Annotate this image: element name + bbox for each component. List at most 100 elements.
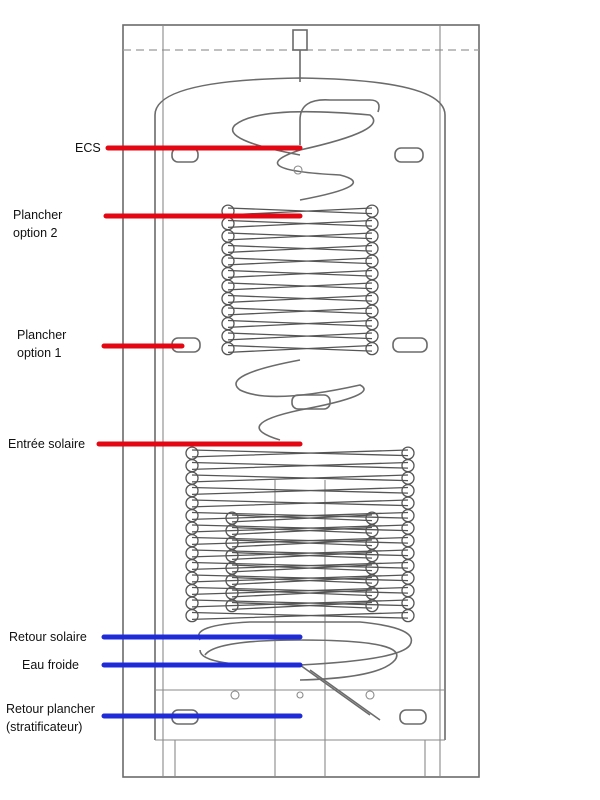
lower-coil-outer-loop-end: [185, 471, 199, 485]
upper-coil-loop-end: [221, 241, 235, 256]
lower-coil-outer-loop-end: [185, 546, 199, 560]
lower-coil-outer-loop-end: [185, 446, 199, 460]
upper-coil-loop-end: [221, 229, 235, 243]
label-plancher-option2-line2: option 2: [13, 226, 58, 240]
lower-coil-outer-loop-end: [401, 446, 415, 460]
upper-coil-loop-end: [221, 316, 235, 331]
label-eau-froide: Eau froide: [22, 656, 79, 674]
lower-coil-outer-loop-end: [401, 583, 415, 598]
upper-coil-loop: [227, 244, 373, 254]
lower-coil-outer-loop-end: [185, 608, 199, 623]
label-ecs: ECS: [75, 139, 101, 157]
label-plancher-option2: Plancher option 2: [13, 206, 62, 242]
lower-coil-outer-loop-end: [401, 546, 415, 560]
hot-connector-lines: [96, 145, 303, 447]
upper-coil-loop-end: [365, 229, 379, 243]
lower-coil-outer-loop: [191, 499, 409, 508]
upper-coil-loop-end: [221, 329, 235, 343]
upper-coil-loop-end: [365, 266, 379, 281]
upper-coil-loop-end: [365, 241, 379, 256]
upper-coil-loop: [227, 232, 373, 241]
lower-coil-outer-loop-end: [185, 521, 199, 535]
label-entree-solaire-text: Entrée solaire: [8, 437, 86, 451]
lower-coil-outer-loop-end: [401, 608, 415, 623]
upper-coil-loop: [227, 219, 373, 229]
lower-coil-outer-loop-end: [401, 596, 415, 610]
lower-coil-outer-loop-end: [185, 583, 199, 598]
lower-coil-outer-loop: [191, 611, 409, 621]
middle-spiral: [235, 359, 365, 441]
upper-coil-loop-end: [221, 304, 235, 318]
upper-coil-loop-end: [365, 216, 379, 231]
lower-coil-outer-loop-end: [185, 496, 199, 510]
label-plancher-option1: Plancher option 1: [17, 326, 66, 362]
upper-coil-loop-end: [365, 304, 379, 318]
label-ecs-text: ECS: [75, 141, 101, 155]
upper-coil-loop: [227, 282, 373, 291]
lower-coil-outer-loop-end: [401, 533, 415, 548]
cold-connector-lines: [101, 634, 303, 719]
upper-coil-loop-end: [365, 254, 379, 268]
upper-coil-loop-end: [365, 329, 379, 343]
lower-coil-outer-loop-end: [401, 471, 415, 485]
label-retour-plancher-line1: Retour plancher: [6, 702, 95, 716]
lower-coil-outer-loop: [191, 474, 409, 483]
lower-coil-inner-loop: [231, 576, 373, 586]
upper-coil-loop: [227, 269, 373, 279]
lower-coil-outer-loop-end: [401, 496, 415, 510]
label-retour-solaire: Retour solaire: [9, 628, 87, 646]
lower-coil-inner-loop: [231, 601, 373, 611]
lower-coil-outer-loop-end: [401, 558, 415, 573]
label-entree-solaire: Entrée solaire: [8, 435, 85, 453]
upper-coil-loop-end: [221, 341, 235, 356]
inner-vessel: [154, 77, 446, 777]
upper-coil-loop: [227, 257, 373, 266]
upper-coil-loop-end: [221, 291, 235, 306]
upper-coil-loop-end: [221, 254, 235, 268]
lower-coil-outer-loop: [191, 449, 409, 458]
lower-coil-inner-loop: [231, 564, 373, 573]
label-plancher-option1-line1: Plancher: [17, 328, 67, 342]
upper-coil-loop: [227, 307, 373, 316]
lower-solar-coil: [185, 446, 415, 623]
lower-coil-outer-loop: [191, 486, 409, 496]
lower-coil-inner-loop: [231, 514, 373, 523]
upper-coil-loop: [227, 294, 373, 304]
upper-heating-coil: [221, 204, 379, 356]
upper-coil-loop: [227, 319, 373, 329]
label-plancher-option2-line1: Plancher: [13, 208, 63, 222]
lower-coil-outer-loop-end: [185, 596, 199, 610]
upper-coil-loop-end: [365, 341, 379, 356]
lower-coil-outer-loop-end: [185, 571, 199, 585]
upper-coil-loop-end: [365, 316, 379, 331]
upper-coil-loop-end: [221, 279, 235, 293]
label-retour-solaire-text: Retour solaire: [9, 630, 87, 644]
lower-coil-outer-loop-end: [185, 558, 199, 573]
lower-coil-outer-loop-end: [401, 571, 415, 585]
lower-coil-inner-loop-end: [225, 598, 239, 613]
lower-coil-inner-loop: [231, 589, 373, 598]
lower-coil-outer-loop-end: [401, 521, 415, 535]
label-plancher-option1-line2: option 1: [17, 346, 62, 360]
upper-coil-loop: [227, 344, 373, 354]
lower-coil-inner-loop: [231, 551, 373, 561]
lower-coil-inner-loop-end: [365, 598, 379, 613]
lower-coil-inner-loop: [231, 539, 373, 548]
lower-coil-outer-loop-end: [185, 483, 199, 498]
lower-coil-outer-loop-end: [185, 458, 199, 473]
label-eau-froide-text: Eau froide: [22, 658, 79, 672]
upper-coil-loop-end: [221, 216, 235, 231]
lower-coil-outer-loop-end: [401, 508, 415, 523]
label-retour-plancher: Retour plancher (stratificateur): [6, 700, 95, 736]
upper-coil-loop: [227, 332, 373, 341]
lower-coil-outer-loop-end: [185, 533, 199, 548]
upper-coil-loop-end: [221, 266, 235, 281]
upper-coil-loop-end: [365, 291, 379, 306]
label-retour-plancher-line2: (stratificateur): [6, 720, 83, 734]
upper-coil-loop-end: [365, 204, 379, 218]
ecs-spiral: [232, 99, 380, 201]
lower-coil-outer-loop-end: [401, 483, 415, 498]
lower-coil-outer-loop-end: [401, 458, 415, 473]
lower-coil-inner-loop: [231, 526, 373, 536]
